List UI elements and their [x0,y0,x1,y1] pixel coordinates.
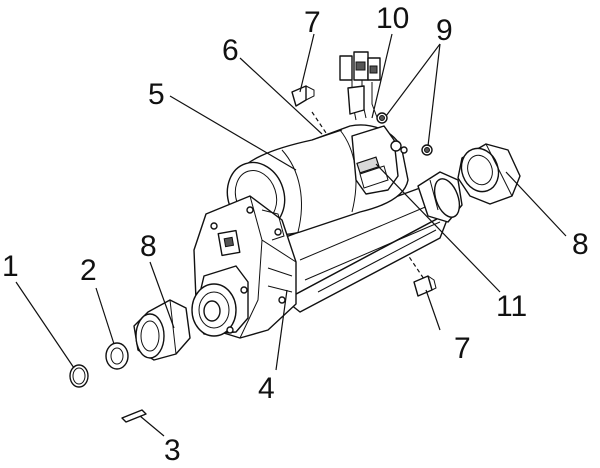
leader-6 [239,57,323,135]
callout-3: 3 [164,434,181,467]
leader-2 [95,287,115,345]
leader-7-bottom [425,289,441,331]
callout-11: 11 [496,290,527,323]
front-output-hub [191,265,249,337]
leader-10 [371,33,393,119]
screw-right [421,144,433,156]
callout-6: 6 [222,34,239,67]
leader-7-top [299,33,315,93]
leader-3 [139,415,165,437]
leader-4 [275,289,288,371]
key-pin [121,409,147,423]
leader-9-left [385,43,441,117]
leader-8-left [149,261,175,329]
leader-1 [15,281,75,369]
snap-ring [69,364,89,388]
tube-end-hex-nut [417,171,463,223]
callout-9: 9 [436,14,453,47]
callout-10: 10 [376,2,409,35]
callout-1: 1 [2,250,19,283]
callout-8-right: 8 [572,228,589,261]
leader-8-right [505,171,567,237]
callout-4: 4 [258,372,275,405]
leader-lines [15,33,567,437]
callout-7-bottom: 7 [454,332,471,365]
callout-7-top: 7 [304,6,321,39]
right-hex-adapter [457,143,521,205]
callout-2: 2 [80,254,97,287]
left-hex-adapter [133,299,191,361]
wiring-harness [339,51,381,121]
leader-11 [375,163,501,293]
callout-8-left: 8 [140,230,157,263]
motor-bracket [351,125,408,195]
leader-5 [169,95,297,171]
screw-left [376,112,388,124]
washer [105,342,129,370]
leader-9-right [427,43,441,147]
callout-5: 5 [148,78,165,111]
clip-top [291,85,315,107]
clip-bottom [413,275,437,297]
